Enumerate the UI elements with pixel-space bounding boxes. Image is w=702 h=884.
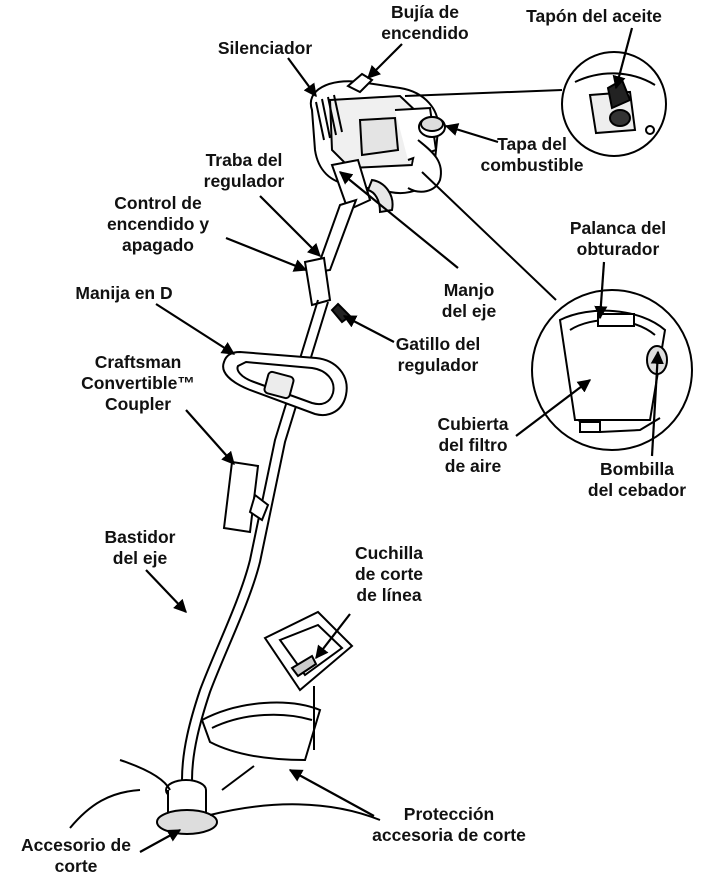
label-muffler: Silenciador [218, 38, 312, 59]
oil-cap-leader [405, 90, 562, 96]
label-fuel-cap: Tapa del combustible [480, 134, 583, 176]
d-handle-arrow [156, 304, 234, 354]
muffler-arrow [288, 58, 316, 96]
line-blade-detail [265, 612, 352, 690]
label-throttle-lock: Traba del regulador [204, 150, 285, 192]
spark-plug-arrow [368, 44, 402, 78]
trimmer-head [70, 703, 380, 834]
throttle-lock-arrow [260, 196, 320, 256]
coupler-arrow [186, 410, 234, 464]
choke-primer-detail [532, 290, 692, 450]
label-line-blade: Cuchilla de corte de línea [355, 543, 423, 606]
attachment-arrow [140, 830, 180, 852]
label-oil-cap: Tapón del aceite [526, 6, 662, 27]
label-d-handle: Manija en D [75, 283, 172, 304]
label-on-off: Control de encendido y apagado [107, 193, 209, 256]
guard-arrow [290, 770, 374, 816]
label-shaft-handle: Manjo del eje [442, 280, 496, 322]
throttle-trigger-arrow [344, 316, 394, 342]
label-throttle-trigger: Gatillo del regulador [396, 334, 481, 376]
label-shaft-housing: Bastidor del eje [105, 527, 176, 569]
shaft-housing-arrow [146, 570, 186, 612]
on-off-arrow [226, 238, 306, 270]
coupler-part [224, 462, 268, 532]
label-guard: Protección accesoria de corte [372, 804, 526, 846]
label-attachment: Accesorio de corte [21, 835, 131, 877]
label-air-filter: Cubierta del filtro de aire [438, 414, 509, 477]
upper-handle [305, 160, 393, 322]
fuel-cap-part [419, 117, 445, 137]
label-primer-bulb: Bombilla del cebador [588, 459, 686, 501]
label-coupler: Craftsman Convertible™ Coupler [81, 352, 195, 415]
label-spark-plug: Bujía de encendido [381, 2, 469, 44]
label-choke-lever: Palanca del obturador [570, 218, 666, 260]
